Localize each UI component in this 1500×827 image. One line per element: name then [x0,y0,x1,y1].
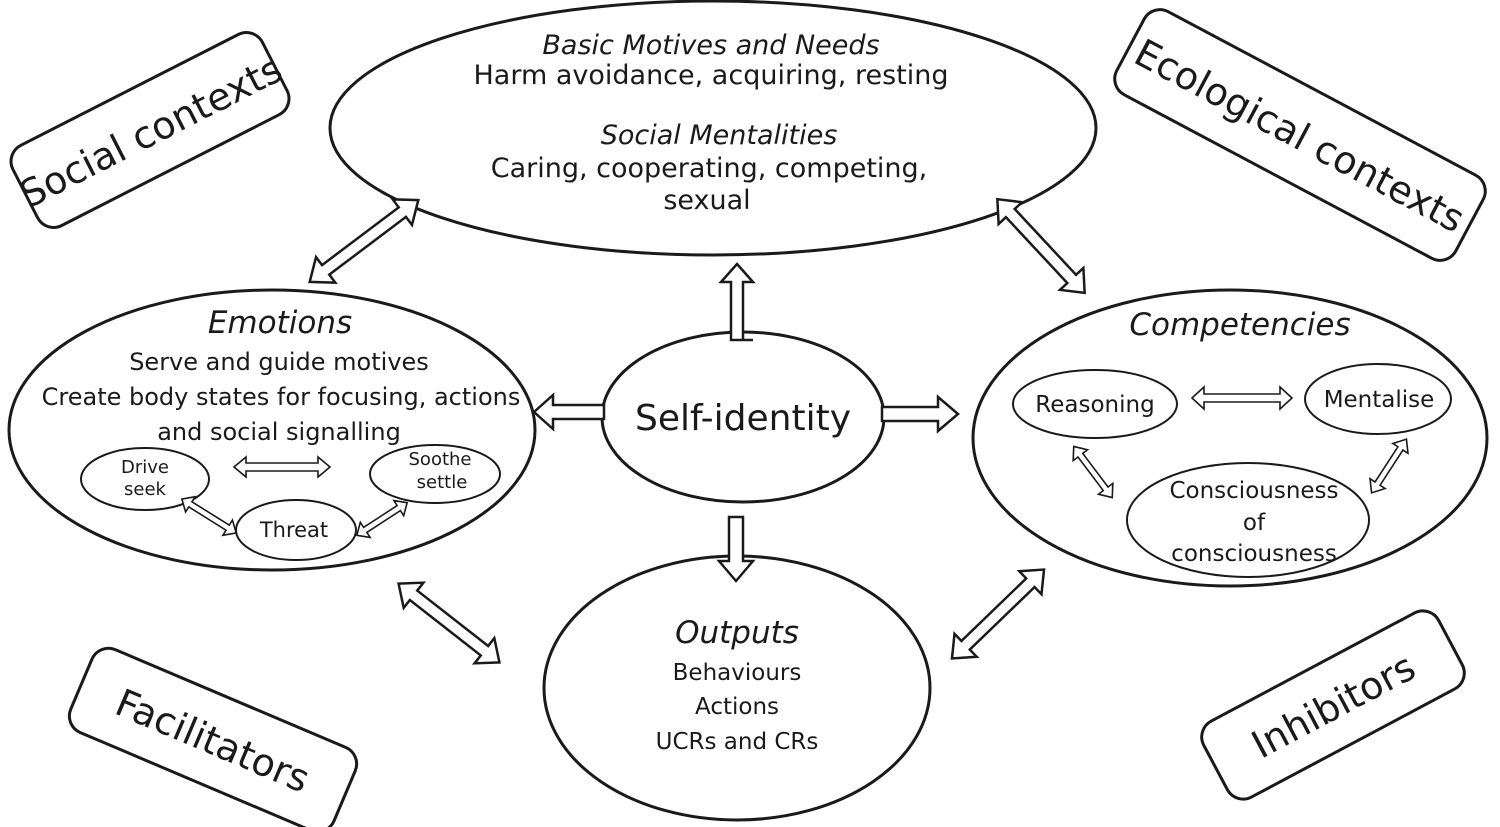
mentalise-label: Mentalise [1324,387,1435,413]
self-identity-label: Self-identity [635,398,851,439]
arrow-reasoning-consciousness [1072,445,1114,499]
motives-ellipse [328,0,1098,257]
soothe-settle-ellipse [369,444,501,504]
mentalise-ellipse [1304,363,1452,435]
drive-seek-ellipse [80,447,210,511]
outputs-line2: Actions [695,694,779,720]
reasoning-ellipse [1012,369,1178,439]
social-mentalities-line2: sexual [663,185,750,216]
arrow-mentalise-consciousness [1369,438,1409,494]
arrow-drive-soothe [232,455,332,479]
motives-title: Basic Motives and Needs [542,30,879,61]
reasoning-label: Reasoning [1035,392,1154,418]
motives-text: Harm avoidance, acquiring, resting [473,60,948,91]
settle-label: settle [417,472,468,493]
facilitators-box: Facilitators [67,646,359,827]
arrow-reasoning-mentalise [1190,385,1294,411]
competencies-title: Competencies [1129,307,1350,343]
arrow-threat-soothe [355,499,409,539]
consciousness-line3: consciousness [1171,541,1337,567]
inhibitors-box: Inhibitors [1200,609,1466,801]
ecological-contexts-box: Ecological contexts [1113,8,1487,262]
social-contexts-box: Social contexts [9,31,291,229]
consciousness-ellipse [1126,462,1370,578]
soothe-label: Soothe [409,449,472,470]
consciousness-line2: of [1243,510,1266,536]
drive-label: Drive [121,457,169,478]
threat-label: Threat [259,518,328,542]
outputs-ellipse [542,554,932,822]
consciousness-line1: Consciousness [1169,478,1338,504]
social-mentalities-line1: Caring, cooperating, competing, [491,153,928,184]
arrow-competencies-outputs [950,568,1046,660]
outputs-line1: Behaviours [673,660,802,686]
arrow-self-motives [718,262,756,342]
arrow-emotions-outputs [397,581,501,665]
social-mentalities-title: Social Mentalities [601,120,838,151]
arrow-self-emotions [532,392,606,432]
arrow-self-competencies [880,394,960,434]
ecological-contexts-label: Ecological contexts [1127,30,1471,241]
emotions-line3: and social signalling [157,418,401,446]
arrow-motives-emotions [308,198,420,284]
outputs-line3: UCRs and CRs [656,729,819,755]
arrow-self-outputs [716,515,756,583]
seek-label: seek [124,479,167,500]
arrow-motives-competencies [996,197,1086,295]
arrow-drive-threat [180,495,238,537]
emotions-title: Emotions [208,305,352,341]
outputs-title: Outputs [675,615,799,651]
emotions-line2: Create body states for focusing, actions [42,383,521,411]
emotions-line1: Serve and guide motives [129,348,429,376]
